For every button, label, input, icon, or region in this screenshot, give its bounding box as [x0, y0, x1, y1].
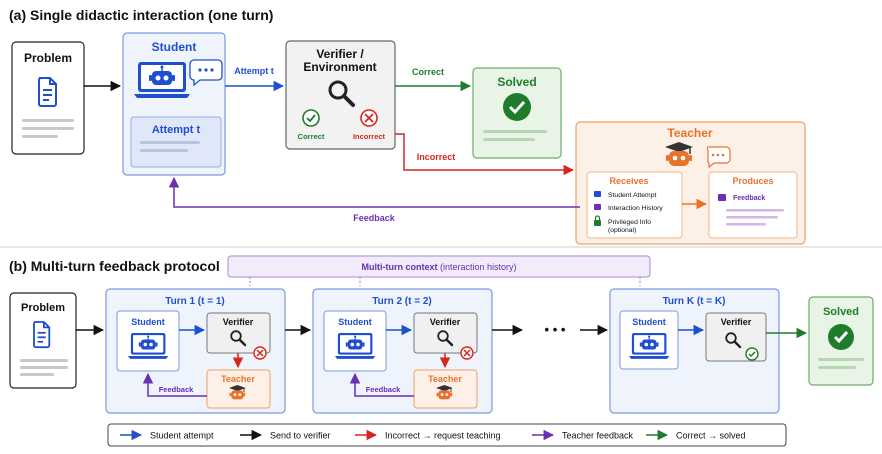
student-label: Student [338, 317, 372, 327]
receives-item: Interaction History [608, 205, 663, 212]
arrow-feedback [349, 372, 414, 397]
student-label: Student [632, 317, 666, 327]
problem-box: Problem [11, 41, 85, 155]
legend-item: Incorrect → request teaching [385, 431, 501, 441]
solved-label: Solved [823, 306, 859, 318]
problem-label: Problem [21, 302, 65, 314]
problem-label: Problem [24, 51, 72, 65]
x-icon [360, 109, 378, 127]
receives-label: Receives [609, 176, 648, 186]
feedback-label: Feedback [159, 385, 194, 394]
context-bold: Multi-turn context [361, 262, 437, 272]
feedback-label: Feedback [366, 385, 401, 394]
chat-bubble-icon [594, 204, 601, 210]
verifier-label-2: Environment [303, 60, 376, 74]
check-icon [302, 109, 320, 127]
legend-item: Correct → solved [676, 431, 746, 441]
feedback-arrow-label: Feedback [353, 213, 396, 223]
receives-item: (optional) [608, 227, 636, 234]
verifier-box: Verifier / Environment Correct Incorrect [285, 40, 396, 150]
arrow-incorrect [395, 133, 575, 176]
student-label: Student [131, 317, 165, 327]
verifier-label: Verifier [430, 317, 461, 327]
turn-label: Turn 2 (t = 2) [372, 296, 432, 307]
legend: Student attempt Send to verifier Incorre… [107, 423, 787, 447]
solved-label: Solved [497, 75, 536, 89]
attempt-box-label: Attempt t [152, 124, 201, 136]
verifier-label: Verifier [223, 317, 254, 327]
teacher-box: Teacher Receives Student Attempt Interac… [575, 121, 806, 245]
section-a-title: (a) Single didactic interaction (one tur… [9, 7, 273, 23]
student-label: Student [152, 40, 197, 54]
ellipsis: • • • [545, 322, 566, 337]
check-icon [503, 93, 531, 121]
legend-item: Student attempt [150, 431, 214, 441]
check-icon [828, 324, 854, 350]
receives-item: Student Attempt [608, 192, 656, 199]
chat-bubble-icon [718, 194, 726, 201]
legend-item: Teacher feedback [562, 431, 634, 441]
teacher-label: Teacher [667, 126, 712, 140]
chat-bubble-icon [706, 146, 731, 169]
section-b-title: (b) Multi-turn feedback protocol [9, 258, 220, 274]
arrow-feedback [142, 372, 207, 397]
context-bar: Multi-turn context (interaction history) [227, 255, 651, 286]
verifier-label-1: Verifier / [316, 47, 364, 61]
student-box: Student Attempt t [122, 32, 226, 176]
turn-label: Turn 1 (t = 1) [165, 296, 225, 307]
legend-item: Send to verifier [270, 431, 331, 441]
solved-box: Solved [472, 67, 562, 159]
x-icon [460, 346, 474, 360]
teacher-label: Teacher [221, 374, 255, 384]
receives-item: Privileged Info [608, 219, 651, 226]
arrow-feedback [168, 176, 580, 208]
incorrect-arrow-label: Incorrect [417, 152, 456, 162]
check-icon [745, 347, 759, 361]
correct-small-label: Correct [298, 132, 325, 141]
x-icon [253, 346, 267, 360]
turn-label: Turn K (t = K) [663, 296, 726, 307]
context-normal: (interaction history) [437, 262, 516, 272]
produces-label: Produces [732, 176, 773, 186]
verifier-label: Verifier [721, 317, 752, 327]
turn-1-box: Turn 1 (t = 1) Student Verifier Teacher … [105, 288, 286, 414]
turn-2-box: Turn 2 (t = 2) Student Verifier Teacher … [312, 288, 493, 414]
turn-k-box: Turn K (t = K) Student Verifier [609, 288, 780, 414]
teacher-label: Teacher [428, 374, 462, 384]
attempt-arrow-label: Attempt t [234, 66, 274, 76]
produces-item: Feedback [733, 195, 765, 202]
chat-bubble-icon [189, 59, 223, 87]
incorrect-small-label: Incorrect [353, 132, 386, 141]
problem-box: Problem [9, 292, 77, 389]
solved-box: Solved [808, 296, 874, 386]
correct-arrow-label: Correct [412, 67, 444, 77]
lock-icon [594, 215, 601, 226]
chat-bubble-icon [594, 191, 601, 197]
svg-text:Multi-turn context (interactio: Multi-turn context (interaction history) [361, 262, 516, 272]
